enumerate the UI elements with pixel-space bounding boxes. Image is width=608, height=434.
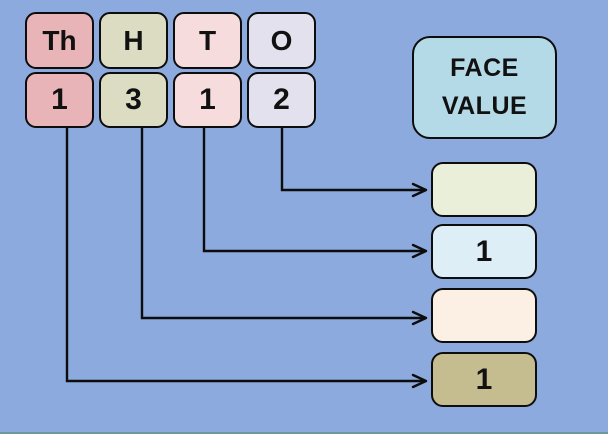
digit-tens: 1 <box>173 72 242 128</box>
arrow-ones-to-answer-1 <box>280 127 428 198</box>
face-value-title: FACE VALUE <box>412 36 557 139</box>
digit-hundreds: 3 <box>99 72 168 128</box>
face-value-answer-tens[interactable]: 1 <box>431 224 537 279</box>
face-value-answer-hundreds[interactable] <box>431 288 537 343</box>
face-value-answer-ones[interactable] <box>431 162 537 217</box>
place-header-ones: O <box>247 12 316 69</box>
face-value-answer-thousands[interactable]: 1 <box>431 352 537 407</box>
arrow-tens-to-answer-2 <box>202 127 428 259</box>
place-header-tens: T <box>173 12 242 69</box>
bottom-edge-line <box>0 432 608 434</box>
arrow-thousands-to-answer-4 <box>65 127 428 389</box>
digit-thousands: 1 <box>25 72 94 128</box>
place-header-hundreds: H <box>99 12 168 69</box>
arrow-hundreds-to-answer-3 <box>140 127 428 326</box>
digit-ones: 2 <box>247 72 316 128</box>
place-header-thousands: Th <box>25 12 94 69</box>
